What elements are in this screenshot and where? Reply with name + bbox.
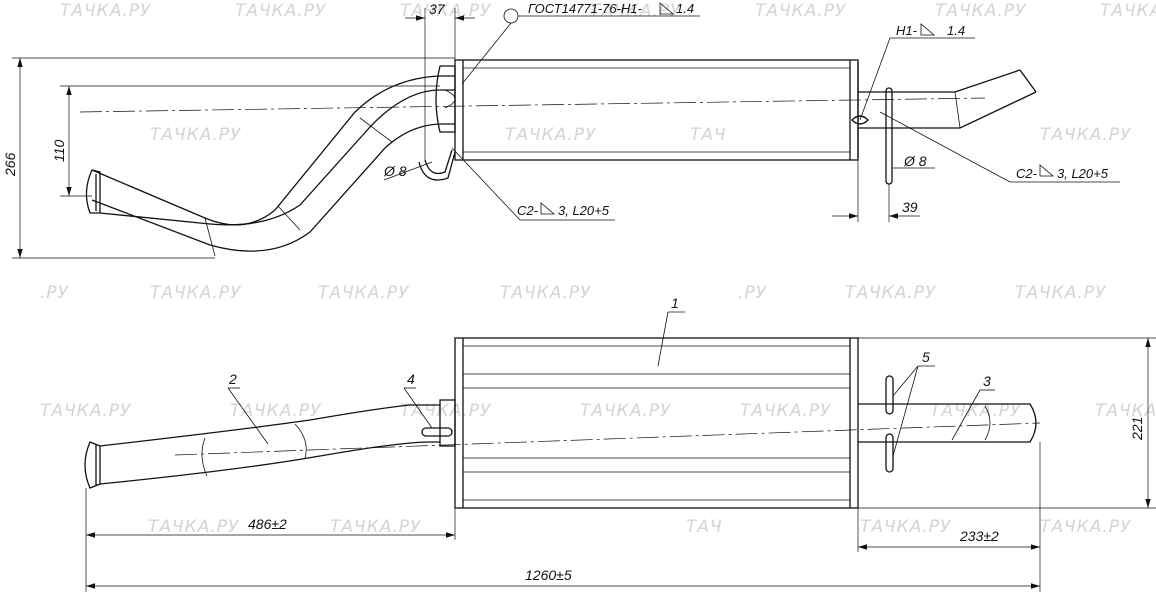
watermark: ТАЧКА.РУ bbox=[148, 517, 240, 537]
callout-1: 1 bbox=[671, 295, 679, 311]
dimension-39: 39 bbox=[902, 199, 918, 215]
side-view: 1 2 3 4 5 486±2 233±2 1260±5 221 bbox=[84, 295, 1156, 592]
watermark: ТАЧКА.РУ bbox=[150, 283, 242, 303]
watermark: ТАЧКА.РУ bbox=[1095, 401, 1156, 421]
callout-4: 4 bbox=[407, 371, 415, 387]
watermark: ТАЧКА.РУ bbox=[400, 401, 492, 421]
dimension-233: 233±2 bbox=[959, 528, 999, 544]
hanger-rod-lower bbox=[885, 433, 894, 473]
weld-leg-right: 1.4 bbox=[947, 23, 965, 38]
callout-5: 5 bbox=[922, 349, 930, 365]
top-view: 37 ГОСТ14771-76-Н1- 1.4 С2- 3, L20+5 Ø 8… bbox=[2, 1, 1120, 259]
dimension-266: 266 bbox=[2, 152, 18, 177]
weld-spec-right: Н1- bbox=[896, 23, 918, 38]
watermark: ТАЧКА.РУ bbox=[1100, 1, 1156, 21]
weld-leg-top: 1.4 bbox=[676, 1, 694, 16]
weld-c2-left-tail: 3, L20+5 bbox=[558, 203, 610, 218]
callout-2: 2 bbox=[228, 371, 237, 387]
watermark: ТАЧКА.РУ bbox=[1015, 283, 1107, 303]
weld-c2-right-tail: 3, L20+5 bbox=[1057, 166, 1109, 181]
watermark: ТАЧКА.РУ bbox=[150, 125, 242, 145]
dimension-486: 486±2 bbox=[248, 516, 287, 532]
watermark: ТАЧКА.РУ bbox=[500, 283, 592, 303]
watermark: ТАЧКА.РУ bbox=[860, 517, 952, 537]
watermark: ТАЧ bbox=[686, 517, 723, 537]
weld-circle-symbol bbox=[503, 8, 519, 24]
callout-3: 3 bbox=[983, 373, 991, 389]
fillet-weld-icon bbox=[540, 202, 556, 215]
watermark: ТАЧКА.РУ bbox=[1040, 125, 1132, 145]
dimension-37: 37 bbox=[429, 1, 446, 17]
fillet-weld-icon bbox=[659, 2, 675, 15]
watermarks: ТАЧКА.РУ ТАЧКА.РУ ТАЧКА.РУ ТАЧКА.РУ ТАЧК… bbox=[40, 1, 1156, 537]
watermark: ТАЧКА.РУ bbox=[230, 401, 322, 421]
watermark: ТАЧКА.РУ bbox=[935, 1, 1027, 21]
hanger-rod-upper bbox=[885, 375, 894, 415]
watermark: ТАЧКА.РУ bbox=[1040, 517, 1132, 537]
watermark: ТАЧ bbox=[690, 125, 727, 145]
watermark: ТАЧКА.РУ bbox=[845, 283, 937, 303]
inlet-pipe-side bbox=[99, 404, 440, 447]
inlet-pipe-top bbox=[99, 89, 455, 226]
watermark: ТАЧКА.РУ bbox=[40, 401, 132, 421]
weld-c2-left: С2- bbox=[517, 203, 539, 218]
watermark: ТАЧКА.РУ bbox=[60, 1, 152, 21]
fillet-weld-icon bbox=[1039, 164, 1055, 177]
muffler-body-top bbox=[454, 59, 859, 161]
hanger-4 bbox=[421, 427, 453, 437]
muffler-body-side bbox=[454, 337, 859, 509]
watermark: ТАЧКА.РУ bbox=[930, 401, 1022, 421]
watermark: ТАЧКА.РУ bbox=[318, 283, 410, 303]
watermark: ТАЧКА.РУ bbox=[330, 517, 422, 537]
watermark: .РУ bbox=[40, 283, 70, 303]
fillet-weld-icon bbox=[920, 23, 936, 36]
dimension-110: 110 bbox=[51, 139, 67, 162]
watermark: ТАЧКА.РУ bbox=[505, 125, 597, 145]
hanger-rod-right bbox=[885, 87, 893, 185]
diameter-left: Ø 8 bbox=[383, 163, 407, 179]
watermark: ТАЧКА.РУ bbox=[755, 1, 847, 21]
watermark: ТАЧКА.РУ bbox=[235, 1, 327, 21]
watermark: ТАЧКА.РУ bbox=[580, 401, 672, 421]
watermark: ТАЧКА.РУ bbox=[740, 401, 832, 421]
diameter-right: Ø 8 bbox=[903, 153, 927, 169]
outlet-pipe-top bbox=[858, 69, 1021, 93]
weld-c2-right: С2- bbox=[1016, 166, 1038, 181]
watermark: .РУ bbox=[738, 283, 768, 303]
dimension-221: 221 bbox=[1129, 417, 1145, 441]
weld-spec-top: ГОСТ14771-76-Н1- bbox=[528, 1, 643, 16]
outlet-pipe-side bbox=[858, 403, 1037, 443]
dimension-1260: 1260±5 bbox=[525, 567, 572, 583]
